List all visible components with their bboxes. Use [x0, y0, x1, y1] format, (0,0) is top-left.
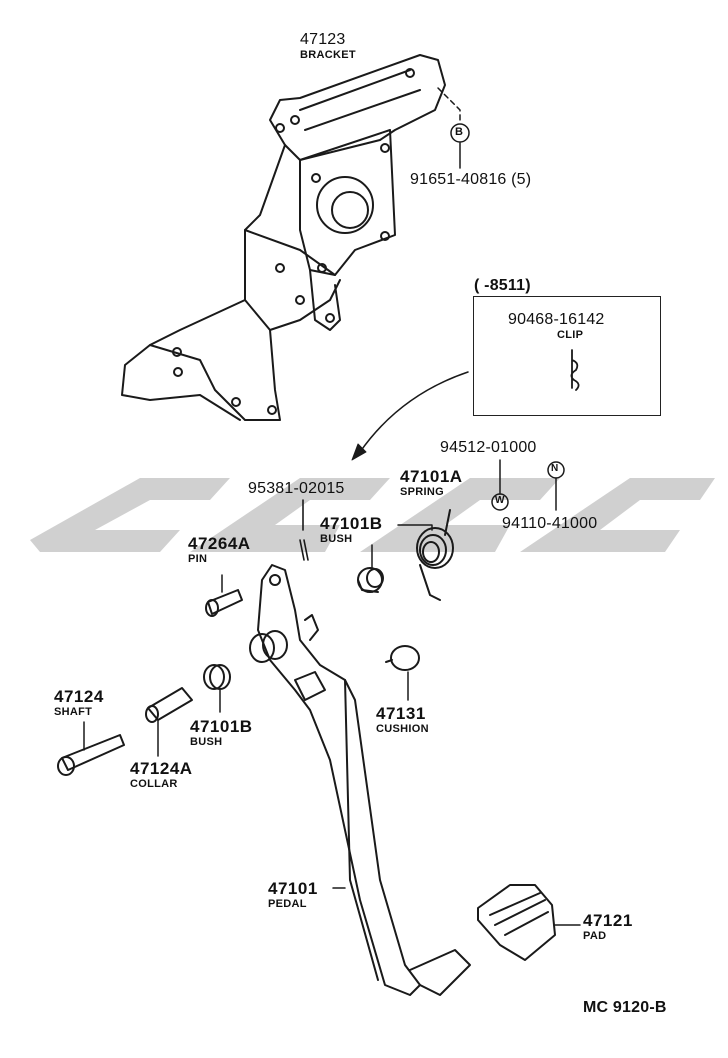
clip-number: 90468-16142 [508, 311, 605, 328]
collar-number: 47124A [130, 759, 193, 778]
pedal-number: 47101 [268, 879, 318, 898]
bush-top-name: BUSH [320, 533, 353, 545]
clip-name: CLIP [557, 329, 584, 341]
pad-number: 47121 [583, 911, 633, 930]
shaft-part [57, 721, 125, 776]
cushion-part [385, 645, 420, 701]
nut-marker: N [551, 463, 559, 474]
pin-part [205, 574, 243, 617]
spring-name: SPRING [400, 486, 444, 498]
bracket-part [121, 54, 446, 421]
bush-top-number: 47101B [320, 514, 383, 533]
shaft-number: 47124 [54, 687, 104, 706]
washer-number: 94512-01000 [440, 439, 537, 456]
bracket-number: 47123 [300, 31, 346, 48]
reference-code: MC 9120-B [583, 999, 667, 1016]
nut-number: 94110-41000 [502, 515, 598, 532]
cushion-name: CUSHION [376, 723, 429, 735]
bush-low-number: 47101B [190, 717, 253, 736]
bolt-leader [437, 87, 461, 121]
collar-part [145, 687, 193, 757]
cushion-number: 47131 [376, 704, 426, 723]
bolt-number: 91651-40816 (5) [410, 171, 532, 188]
clip-part [570, 349, 580, 391]
spring-number: 47101A [400, 467, 463, 486]
bracket-name: BRACKET [300, 49, 356, 61]
date-range: ( -8511) [474, 277, 531, 294]
shaft-name: SHAFT [54, 706, 93, 718]
pad-part [477, 884, 581, 961]
bolt-marker: B [455, 126, 464, 138]
watermark-logo [30, 478, 715, 552]
pedal-name: PEDAL [268, 898, 307, 910]
arrow-curve [359, 371, 469, 453]
pin-number: 47264A [188, 534, 251, 553]
spring-part [397, 509, 454, 601]
bush-top-part [357, 544, 384, 593]
bush-low-name: BUSH [190, 736, 223, 748]
bush-low-part [203, 664, 231, 713]
pedal-part [249, 564, 471, 996]
collar-name: COLLAR [130, 778, 178, 790]
pad-name: PAD [583, 930, 607, 942]
cotter-pin-part [299, 499, 309, 561]
clip-detail-box [473, 296, 661, 416]
bolt-marker-circle [450, 123, 470, 143]
pin-name: PIN [188, 553, 208, 565]
cotter-number: 95381-02015 [248, 480, 345, 497]
washer-marker: W [495, 495, 505, 506]
